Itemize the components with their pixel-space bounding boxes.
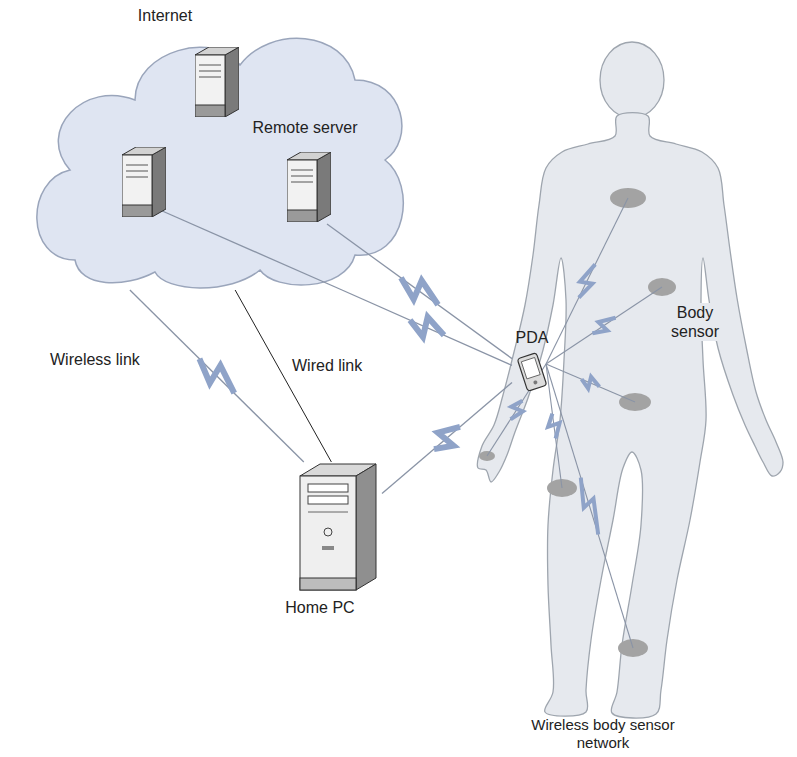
wired-link xyxy=(235,290,331,462)
wireless-link xyxy=(342,290,512,365)
pc-tower xyxy=(298,462,380,594)
wireless-bolt xyxy=(434,427,460,449)
pda-device: PDA xyxy=(512,328,552,396)
label-slot: Body sensor xyxy=(664,303,726,341)
link-label: Wireless link xyxy=(48,350,142,369)
label-slot: Wireless link xyxy=(48,350,142,369)
link-line xyxy=(382,382,512,493)
body-silhouette xyxy=(470,40,786,757)
link-label: Wired link xyxy=(290,356,364,375)
wireless-bolt xyxy=(401,278,438,305)
callout-label: Body sensor xyxy=(664,303,726,341)
server-icon xyxy=(287,152,331,222)
wireless-bolt xyxy=(410,317,444,337)
link-line xyxy=(342,290,512,365)
wireless-link xyxy=(327,224,512,359)
node-label: Wireless body sensor network xyxy=(523,716,683,752)
sensor-link xyxy=(546,364,635,402)
internet-cloud xyxy=(37,38,403,288)
cloud-outline xyxy=(25,10,405,290)
server-icon xyxy=(122,147,166,217)
network-cloud: InternetRemote server xyxy=(25,10,405,290)
body-figure: Wireless body sensor network PDA xyxy=(470,40,786,757)
node-label: PDA xyxy=(506,328,558,347)
link-line xyxy=(327,224,512,359)
server-icon xyxy=(195,47,239,117)
node-label: Home PC xyxy=(278,598,362,617)
body-outline xyxy=(477,113,783,718)
sensor-link xyxy=(546,364,633,648)
sensor-link xyxy=(546,287,662,364)
label-slot: Wired link xyxy=(290,356,364,375)
head-outline xyxy=(600,42,664,118)
wireless-bolt xyxy=(199,359,234,393)
pda-icon xyxy=(515,350,549,394)
server-node: Remote server xyxy=(250,118,360,224)
wireless-link xyxy=(382,382,512,493)
home-pc: Home PC xyxy=(290,462,382,620)
wireless-link xyxy=(130,290,304,462)
link-line xyxy=(130,290,304,462)
link-line xyxy=(235,290,331,462)
sensor-link xyxy=(546,364,562,488)
node-label: Internet xyxy=(120,6,210,25)
node-label: Remote server xyxy=(250,118,360,137)
sensor-link xyxy=(546,198,628,364)
